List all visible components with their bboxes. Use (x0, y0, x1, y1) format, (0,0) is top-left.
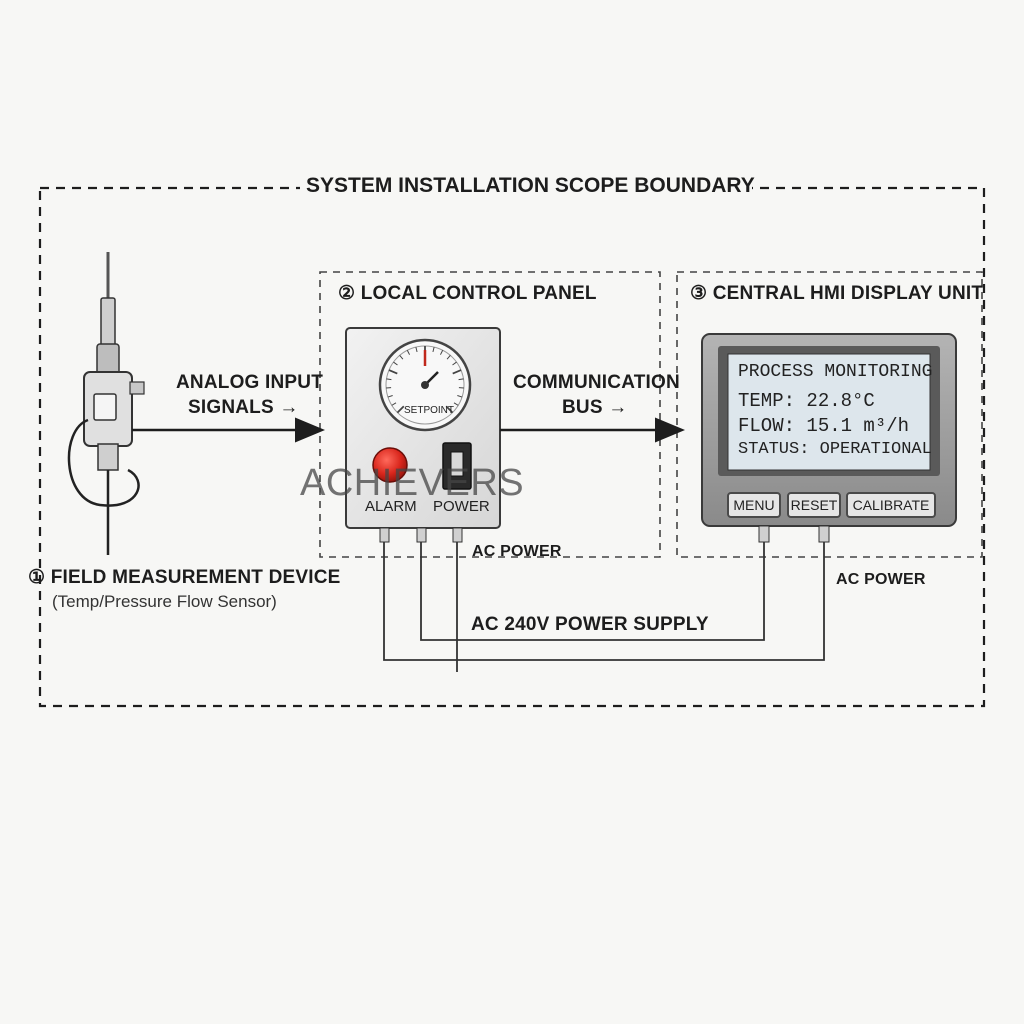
gauge-tick (458, 378, 464, 381)
gauge-tick (388, 369, 398, 375)
gauge-tick (386, 378, 392, 381)
gauge-tick (399, 355, 404, 360)
field-device-title: ① FIELD MEASUREMENT DEVICE (28, 567, 341, 588)
control-panel-boundary (319, 271, 661, 558)
hmi-screen (727, 353, 931, 471)
hmi-menu-button[interactable]: MENU (727, 492, 781, 518)
hmi-flow-readout: FLOW: 15.1 m³/h (738, 415, 910, 437)
gauge-tick (406, 350, 411, 355)
hmi-status-readout: STATUS: OPERATIONAL (738, 440, 932, 459)
hmi-connectors (758, 525, 830, 543)
hmi-title: ③ CENTRAL HMI DISPLAY UNIT (690, 283, 984, 304)
field-sensor-icon (67, 252, 145, 555)
gauge-tick (445, 405, 454, 414)
hmi-ac-power-label: AC POWER (836, 571, 926, 588)
analog-input-label-line1: ANALOG INPUT (176, 372, 324, 393)
gauge-tick (452, 369, 462, 375)
hmi-boundary (676, 271, 983, 558)
field-device-subtitle: (Temp/Pressure Flow Sensor) (52, 592, 277, 611)
hmi-calibrate-button[interactable]: CALIBRATE (846, 492, 936, 518)
comm-bus-label-line1: COMMUNICATION (513, 372, 680, 393)
hmi-screen-heading: PROCESS MONITORING (738, 362, 933, 382)
gauge-tick (453, 402, 459, 406)
comm-bus-label-line2: BUS → (562, 397, 628, 418)
power-supply-label: AC 240V POWER SUPPLY (471, 614, 709, 635)
gauge-tick (446, 355, 451, 360)
panel-connectors (379, 527, 463, 543)
gauge-tick (391, 402, 397, 406)
hmi-reset-button[interactable]: RESET (787, 492, 841, 518)
boundary-title: SYSTEM INSTALLATION SCOPE BOUNDARY (300, 174, 755, 198)
gauge-tick (415, 346, 418, 353)
gauge-tick (432, 346, 435, 353)
watermark: ACHIEVERS (300, 462, 525, 504)
hmi-unit (701, 333, 957, 527)
gauge-tick (396, 405, 405, 414)
gauge-tick (452, 361, 457, 366)
hmi-temp-readout: TEMP: 22.8°C (738, 390, 875, 412)
gauge-label: SETPOINT (404, 405, 455, 416)
alarm-label: ALARM (365, 498, 417, 515)
alarm-light (372, 447, 408, 483)
power-wiring (383, 542, 825, 672)
panel-ac-power-label: AC POWER (472, 543, 562, 560)
control-panel-title: ② LOCAL CONTROL PANEL (338, 283, 597, 304)
gauge-tick (457, 395, 463, 398)
gauge-tick (393, 361, 398, 366)
gauge-tick (439, 350, 444, 355)
gauge-tick (387, 395, 393, 398)
power-label: POWER (433, 498, 490, 515)
analog-input-label-line2: SIGNALS → (188, 397, 299, 418)
gauge-ticks (386, 346, 464, 414)
